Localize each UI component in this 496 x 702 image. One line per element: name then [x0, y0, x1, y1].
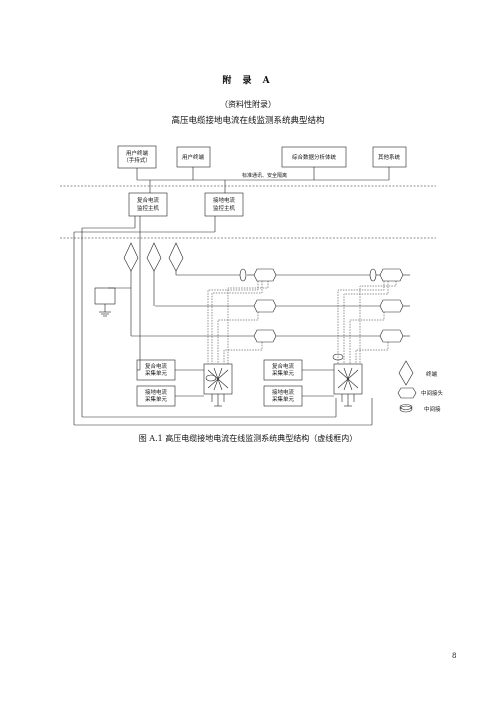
joint-1a-icon	[253, 268, 277, 282]
unit-box-2-line1: 接地电流	[145, 388, 168, 396]
unit-box-4-line1: 接地电流	[272, 388, 295, 396]
host-box-1-line1: 复合电流	[137, 196, 160, 204]
top-box-2-line1: 用户终端	[182, 153, 205, 161]
left-grounding-box	[94, 287, 116, 305]
legend-terminal-icon	[398, 360, 414, 386]
unit-box-2-line2: 采集单元	[145, 395, 168, 403]
sensor-2-icon	[369, 268, 377, 282]
unit-box-3-line1: 复合电流	[272, 362, 295, 370]
appendix-title: 高压电缆接地电流在线监测系统典型结构	[171, 116, 325, 126]
top-box-3-line1: 综合数据分析体统	[292, 153, 337, 161]
terminal-1-icon	[123, 242, 139, 272]
host-box-2-line1: 接地电流	[213, 196, 236, 204]
unit-box-1-line1: 复合电流	[145, 362, 168, 370]
legend-sensor-label: 中间接	[424, 405, 441, 413]
unit-box-4-line2: 采集单元	[272, 395, 295, 403]
unit-box-3-line2: 采集单元	[272, 369, 295, 377]
joint-2a-icon	[379, 268, 404, 282]
unit-box-1-line2: 采集单元	[145, 369, 168, 377]
legend-joint-icon	[397, 387, 417, 399]
top-box-4-line1: 其他系统	[378, 153, 401, 161]
ground-unit-box-1	[136, 385, 176, 407]
composite-unit-box-2	[263, 359, 303, 381]
joint-1b-icon	[253, 299, 277, 313]
top-box-1-line2: （手持式）	[123, 156, 151, 164]
joint-2c-icon	[379, 329, 404, 343]
figure-caption: 图 A.1 高压电缆接地电流在线监测系统典型结构（虚线框内）	[138, 434, 358, 443]
other-system-box	[372, 146, 407, 168]
joint-1c-icon	[253, 329, 277, 343]
ground-monitor-host-box	[204, 192, 244, 217]
legend-joint-label: 中间接头	[421, 389, 444, 397]
host-box-1-line2: 监控主机	[137, 204, 160, 212]
appendix-heading: 附 录 A	[222, 76, 274, 86]
legend-terminal-label: 终端	[426, 370, 438, 378]
sensor-3-icon	[205, 374, 217, 382]
informative-note: （资料性附录）	[220, 100, 276, 109]
joint-2b-icon	[379, 299, 404, 313]
terminal-2-icon	[146, 242, 162, 272]
terminal-3-icon	[168, 242, 184, 272]
composite-unit-box-1	[136, 359, 176, 381]
sensor-1-icon	[239, 268, 247, 282]
legend-sensor-icon	[399, 405, 413, 413]
page-number: 8	[452, 652, 457, 660]
handheld-terminal-box	[117, 145, 157, 169]
ground-unit-box-2	[263, 385, 303, 407]
host-box-2-line2: 监控主机	[213, 204, 236, 212]
bus-label: 标准通讯、安全隔离	[242, 172, 287, 179]
top-box-1-line1: 用户终端	[126, 149, 149, 157]
composite-monitor-host-box	[128, 192, 168, 217]
user-terminal-box	[176, 146, 211, 168]
